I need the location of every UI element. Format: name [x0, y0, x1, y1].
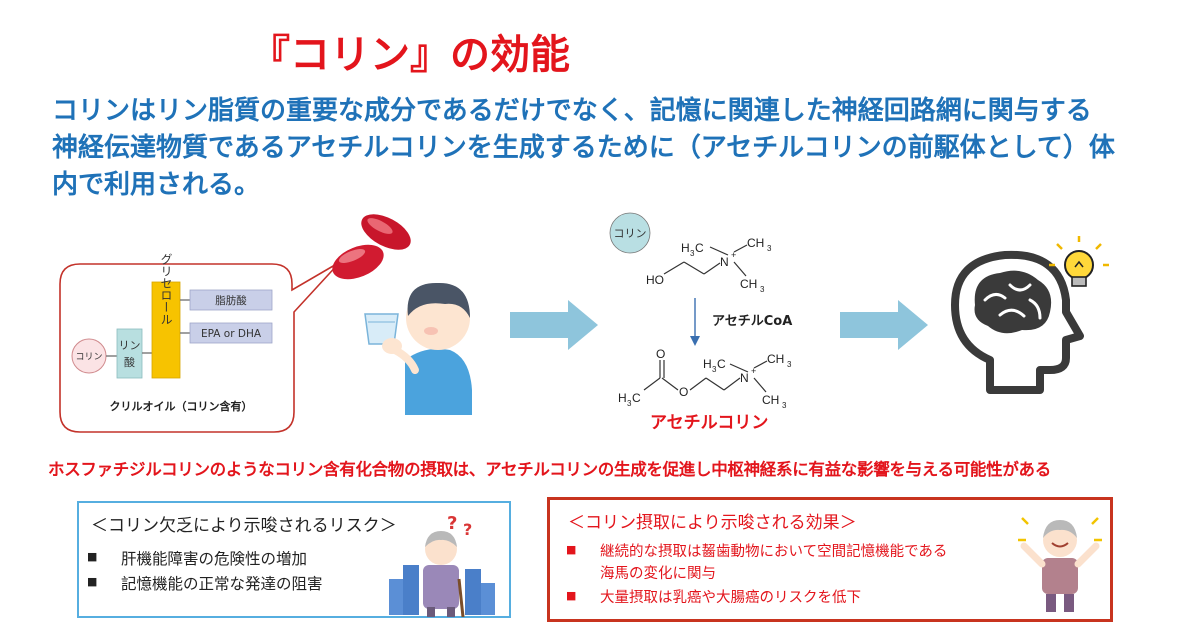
- effect-item-continuation: 海馬の変化に関与: [600, 562, 716, 583]
- risk-item-label: 肝機能障害の危険性の増加: [121, 550, 308, 568]
- ach-o-top: O: [656, 347, 665, 361]
- arrow-right-icon-2: [840, 300, 928, 350]
- ach-h3c-h: H: [618, 391, 627, 405]
- brain-head-icon: [951, 250, 1084, 394]
- epa-dha-block: [189, 322, 273, 344]
- risk-box: ＜コリン欠乏により示唆されるリスク＞ ■ 肝機能障害の危険性の増加 ■ 記憶機能…: [77, 501, 511, 618]
- phosphate-block: [116, 328, 143, 379]
- krill-caption: クリルオイル（コリン含有）: [110, 399, 253, 413]
- child-drinking-icon: [364, 282, 472, 415]
- arrow-right-icon: [510, 300, 598, 350]
- effect-box: ＜コリン摂取により示唆される効果＞ ■ 継続的な摂取は齧歯動物において空間記憶機…: [547, 497, 1113, 622]
- choline-ch3-a-sub: 3: [767, 244, 772, 253]
- bullet-icon: ■: [566, 543, 577, 556]
- choline-h: H: [681, 241, 690, 255]
- choline-ch3-b-sub: 3: [760, 285, 765, 294]
- choline-plus: +: [731, 250, 736, 260]
- bullet-icon: ■: [87, 575, 98, 588]
- effect-item-label: 海馬の変化に関与: [600, 566, 716, 582]
- choline-ch3-a: CH: [747, 236, 764, 250]
- ach-h3c-top-c: C: [717, 357, 726, 371]
- happy-elder-icon: [1018, 517, 1102, 612]
- choline-circle-label: コリン: [614, 227, 647, 240]
- ach-o: O: [679, 385, 688, 399]
- intro-line-1: コリンはリン脂質の重要な成分であるだけでなく、記憶に関連した神経回路網に関与する: [52, 96, 1092, 126]
- effect-item: ■ 継続的な摂取は齧歯動物において空間記憶機能である: [566, 540, 947, 561]
- conclusion-text: ホスファチジルコリンのようなコリン含有化合物の摂取は、アセチルコリンの生成を促進…: [48, 460, 1051, 479]
- choline-structure: [663, 244, 748, 277]
- risk-item: ■ 肝機能障害の危険性の増加: [87, 547, 307, 569]
- effect-item: ■ 大量摂取は乳癌や大腸癌のリスクを低下: [566, 586, 861, 607]
- ach-ch3-a: CH: [767, 352, 784, 366]
- bullet-icon: ■: [87, 550, 98, 563]
- ach-n: N: [740, 371, 749, 385]
- phosphate-label-1: リン: [119, 339, 141, 352]
- svg-text:?: ?: [447, 513, 457, 534]
- confused-elder-icon: ? ?: [389, 513, 495, 617]
- intro-line-3: 内で利用される。: [52, 170, 261, 200]
- krill-oil-diagram: コリン リン 酸 グリセロール 脂肪酸 EPA or DHA クリルオイル（コリ…: [71, 253, 273, 413]
- effect-item-label: 継続的な摂取は齧歯動物において空間記憶機能である: [600, 544, 948, 560]
- page-title: 『コリン』の効能: [250, 32, 570, 78]
- choline-h-sub: 3: [690, 249, 695, 258]
- bullet-icon: ■: [566, 589, 577, 602]
- choline-node-label: コリン: [75, 353, 102, 363]
- risk-box-title: ＜コリン欠乏により示唆されるリスク＞: [91, 516, 397, 536]
- effect-item-label: 大量摂取は乳癌や大腸癌のリスクを低下: [600, 590, 861, 606]
- glycerol-block: [151, 281, 181, 379]
- risk-item: ■ 記憶機能の正常な発達の阻害: [87, 572, 323, 594]
- effect-box-title: ＜コリン摂取により示唆される効果＞: [568, 513, 857, 533]
- ach-plus: +: [751, 366, 756, 376]
- choline-n: N: [720, 255, 729, 269]
- ach-h3c-sub: 3: [627, 399, 632, 408]
- ach-h3c-top-sub: 3: [712, 365, 717, 374]
- glycerol-label: グリセロール: [159, 253, 173, 325]
- fatty-acid-label: 脂肪酸: [215, 294, 247, 307]
- acetylcholine-structure: [643, 360, 768, 393]
- intro-line-2: 神経伝達物質であるアセチルコリンを生成するために（アセチルコリンの前駆体として）…: [52, 133, 1115, 163]
- ach-ch3-b: CH: [762, 393, 779, 407]
- choline-circle: [609, 212, 651, 254]
- acetylcholine-label: アセチルコリン: [650, 413, 768, 433]
- capsule-icon: [332, 214, 411, 280]
- ach-h3c-top-h: H: [703, 357, 712, 371]
- ach-h3c-c: C: [632, 391, 641, 405]
- ach-ch3-a-sub: 3: [787, 360, 792, 369]
- intro-text: コリンはリン脂質の重要な成分であるだけでなく、記憶に関連した神経回路網に関与する…: [52, 93, 1142, 204]
- phosphate-label-2: 酸: [124, 355, 135, 369]
- ach-ch3-b-sub: 3: [782, 401, 787, 410]
- choline-h-c: C: [695, 241, 704, 255]
- lightbulb-icon: [1049, 236, 1109, 287]
- risk-item-label: 記憶機能の正常な発達の阻害: [121, 575, 323, 593]
- epa-dha-label: EPA or DHA: [201, 328, 262, 340]
- reagent-label: アセチルCoA: [712, 314, 792, 329]
- svg-text:?: ?: [463, 520, 472, 539]
- choline-ho: HO: [646, 273, 664, 287]
- fatty-acid-block: [189, 289, 273, 311]
- choline-ch3-b: CH: [740, 277, 757, 291]
